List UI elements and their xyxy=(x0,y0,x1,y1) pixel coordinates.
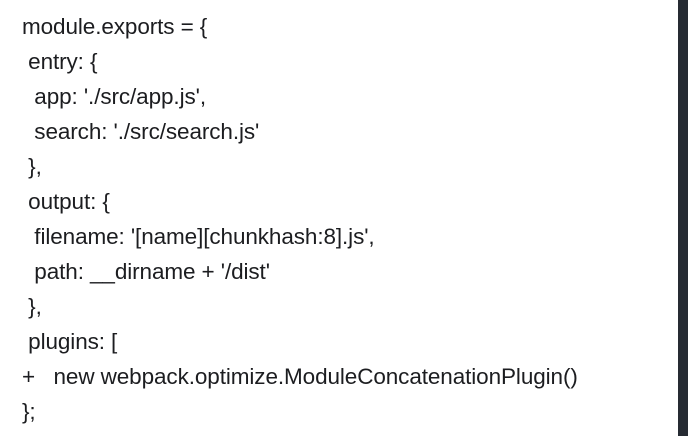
code-line: path: __dirname + '/dist' xyxy=(22,259,270,284)
code-line: output: { xyxy=(22,189,110,214)
code-line: search: './src/search.js' xyxy=(22,119,260,144)
code-line: entry: { xyxy=(22,49,98,74)
code-line: plugins: [ xyxy=(22,329,118,354)
code-line: filename: '[name][chunkhash:8].js', xyxy=(22,224,375,249)
code-line: }, xyxy=(22,154,42,179)
code-line: + new webpack.optimize.ModuleConcatenati… xyxy=(22,364,578,389)
code-block: module.exports = { entry: { app: './src/… xyxy=(22,9,672,429)
code-line: }; xyxy=(22,399,36,424)
code-line: app: './src/app.js', xyxy=(22,84,206,109)
code-line: }, xyxy=(22,294,42,319)
right-edge-divider xyxy=(678,0,688,436)
code-line: module.exports = { xyxy=(22,14,208,39)
